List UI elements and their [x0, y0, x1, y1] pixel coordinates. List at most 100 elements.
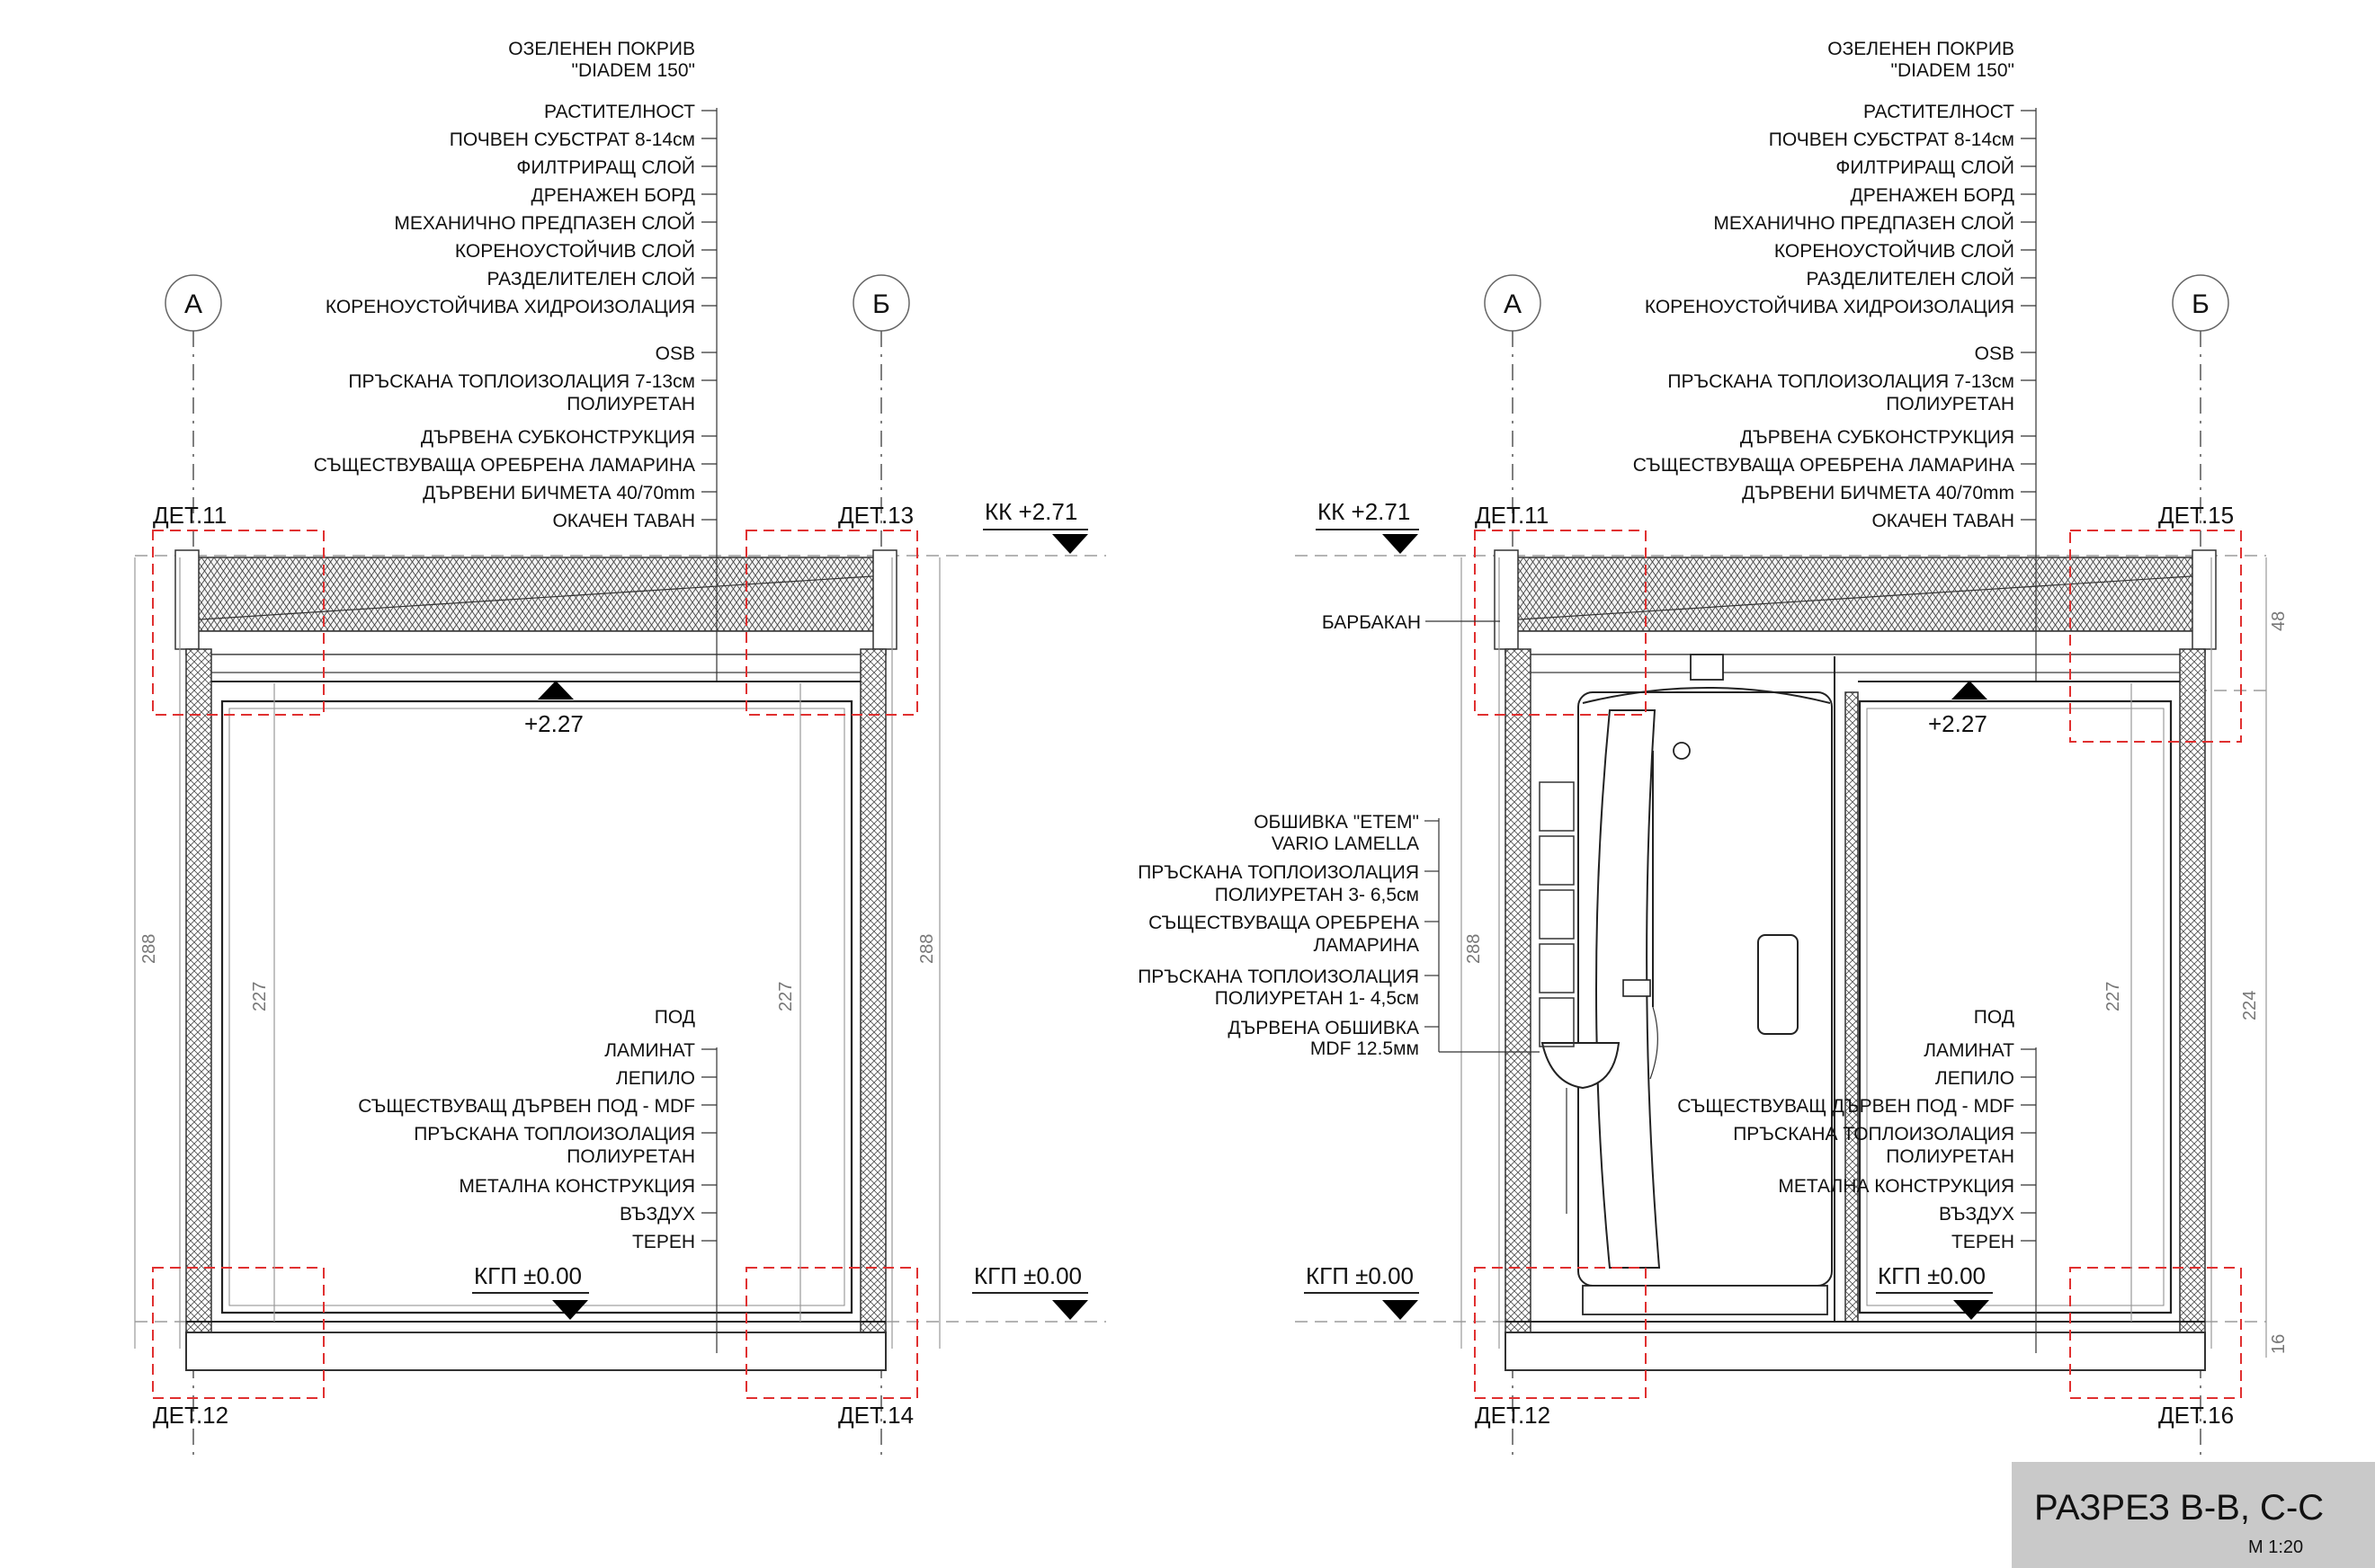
wall-layer-3: ПОЛИУРЕТАН 3- 6,5см — [1215, 885, 1419, 905]
roof-heading-line-1-right: ОЗЕЛЕНЕН ПОКРИВ — [1827, 39, 2014, 59]
svg-text:ДЪРВЕНА ОБШИВКА: ДЪРВЕНА ОБШИВКА — [1228, 1018, 1419, 1038]
svg-text:ПРЪСКАНА ТОПЛОИЗОЛАЦИЯ 7-13см: ПРЪСКАНА ТОПЛОИЗОЛАЦИЯ 7-13см — [1667, 371, 2014, 392]
interior-room-right-inner — [1866, 708, 2165, 1306]
roof-layer-list: ОЗЕЛЕНЕН ПОКРИВ "DIADEM 150" РАСТИТЕЛНОС… — [314, 39, 717, 531]
axis-b-label-right: Б — [2192, 290, 2210, 319]
roof-layer-8-right: OSB — [1975, 343, 2036, 364]
detail-box-12-right — [1474, 1267, 1647, 1399]
floor-layer-0-right: ЛАМИНАТ — [1924, 1040, 2036, 1061]
svg-text:ПОЧВЕН СУБСТРАТ 8-14см: ПОЧВЕН СУБСТРАТ 8-14см — [450, 129, 695, 150]
roof-layer-14-right: ОКАЧЕН ТАВАН — [1871, 511, 2036, 531]
roof-layer-8: OSB — [656, 343, 717, 364]
svg-text:ДРЕНАЖЕН БОРД: ДРЕНАЖЕН БОРД — [531, 185, 695, 206]
svg-text:СЪЩЕСТВУВАЩА ОРЕБРЕНА ЛАМАРИНА: СЪЩЕСТВУВАЩА ОРЕБРЕНА ЛАМАРИНА — [1633, 455, 2014, 476]
floor-level-center-label: КГП ±0.00 — [474, 1262, 582, 1289]
roof-slope-line-right — [1504, 575, 2206, 621]
interior-room-right — [1858, 699, 2173, 1314]
svg-text:ОКАЧЕН ТАВАН: ОКАЧЕН ТАВАН — [552, 511, 695, 531]
floor-level-center-triangle — [552, 1300, 588, 1320]
detail-label-12-right: ДЕТ.12 — [1475, 1402, 1550, 1429]
svg-text:МЕТАЛНА КОНСТРУКЦИЯ: МЕТАЛНА КОНСТРУКЦИЯ — [1778, 1176, 2014, 1197]
floor-heading: ПОД — [655, 1007, 695, 1028]
roof-layer-12-right: СЪЩЕСТВУВАЩА ОРЕБРЕНА ЛАМАРИНА — [1633, 455, 2036, 476]
floor-level-left-label-right: КГП ±0.00 — [1306, 1262, 1414, 1289]
svg-text:ТЕРЕН: ТЕРЕН — [632, 1232, 695, 1252]
roof-layer-1: ПОЧВЕН СУБСТРАТ 8-14см — [450, 129, 717, 150]
roof-layer-6-right: РАЗДЕЛИТЕЛЕН СЛОЙ — [1807, 268, 2036, 290]
floor-layer-3: ПРЪСКАНА ТОПЛОИЗОЛАЦИЯ — [414, 1124, 717, 1145]
svg-text:ЛАМИНАТ: ЛАМИНАТ — [1924, 1040, 2014, 1061]
dim-inner-left: 227 — [250, 982, 270, 1011]
svg-text:ПОЛИУРЕТАН 1- 4,5см: ПОЛИУРЕТАН 1- 4,5см — [1215, 988, 1419, 1009]
left-parapet — [174, 549, 200, 650]
detail-label-16: ДЕТ.16 — [2158, 1402, 2234, 1429]
shower-exhaust — [1690, 654, 1724, 681]
shower-soap-dish — [1757, 934, 1799, 1035]
dim-inner-right: 227 — [776, 982, 796, 1011]
detail-box-16 — [2069, 1267, 2242, 1399]
svg-text:ПОЛИУРЕТАН: ПОЛИУРЕТАН — [1886, 1146, 2014, 1167]
svg-text:ДЪРВЕНИ БИЧМЕТА 40/70mm: ДЪРВЕНИ БИЧМЕТА 40/70mm — [423, 483, 695, 503]
roof-layer-13-right: ДЪРВЕНИ БИЧМЕТА 40/70mm — [1742, 483, 2036, 503]
ceiling-batten-band — [192, 654, 879, 673]
washbasin-icon — [1540, 1042, 1621, 1090]
svg-text:OSB: OSB — [1975, 343, 2014, 364]
roof-layer-list-right: ОЗЕЛЕНЕН ПОКРИВ "DIADEM 150" РАСТИТЕЛНОС… — [1633, 39, 2036, 531]
wall-layer-6: ПРЪСКАНА ТОПЛОИЗОЛАЦИЯ — [1138, 967, 1439, 987]
svg-text:ПРЪСКАНА ТОПЛОИЗОЛАЦИЯ: ПРЪСКАНА ТОПЛОИЗОЛАЦИЯ — [1138, 967, 1419, 987]
roof-layer-2-right: ФИЛТРИРАЩ СЛОЙ — [1835, 156, 2036, 178]
right-parapet — [872, 549, 897, 650]
svg-text:МЕТАЛНА КОНСТРУКЦИЯ: МЕТАЛНА КОНСТРУКЦИЯ — [459, 1176, 695, 1197]
floor-layer-4: ПОЛИУРЕТАН — [567, 1146, 695, 1167]
floor-layer-1: ЛЕПИЛО — [616, 1068, 717, 1089]
roof-layer-0-right: РАСТИТЕЛНОСТ — [1863, 102, 2036, 122]
roof-layer-4: МЕХАНИЧНО ПРЕДПАЗЕН СЛОЙ — [394, 212, 717, 234]
floor-slab-right — [1504, 1332, 2206, 1371]
detail-box-12 — [152, 1267, 325, 1399]
svg-text:МЕХАНИЧНО ПРЕДПАЗЕН СЛОЙ: МЕХАНИЧНО ПРЕДПАЗЕН СЛОЙ — [1713, 212, 2014, 234]
svg-text:РАЗДЕЛИТЕЛЕН СЛОЙ: РАЗДЕЛИТЕЛЕН СЛОЙ — [1807, 268, 2014, 290]
floor-layer-2: СЪЩЕСТВУВАЩ ДЪРВЕН ПОД - MDF — [358, 1096, 717, 1117]
shower-mixer — [1622, 979, 1651, 997]
wall-layer-1: VARIO LAMELLA — [1272, 833, 1419, 854]
shower-hose — [1649, 1006, 1658, 1080]
roof-layer-10: ПОЛИУРЕТАН — [567, 394, 695, 414]
svg-text:ПРЪСКАНА ТОПЛОИЗОЛАЦИЯ: ПРЪСКАНА ТОПЛОИЗОЛАЦИЯ — [414, 1124, 695, 1145]
wall-layer-4: СЪЩЕСТВУВАЩА ОРЕБРЕНА — [1148, 913, 1439, 933]
wall-layer-5: ЛАМАРИНА — [1313, 935, 1419, 956]
roof-layer-1-right: ПОЧВЕН СУБСТРАТ 8-14см — [1769, 129, 2036, 150]
svg-text:ФИЛТРИРАЩ СЛОЙ: ФИЛТРИРАЩ СЛОЙ — [516, 156, 695, 178]
floor-layer-2-right: СЪЩЕСТВУВАЩ ДЪРВЕН ПОД - MDF — [1677, 1096, 2036, 1117]
detail-box-11-right — [1474, 530, 1647, 716]
svg-text:ПРЪСКАНА ТОПЛОИЗОЛАЦИЯ 7-13см: ПРЪСКАНА ТОПЛОИЗОЛАЦИЯ 7-13см — [348, 371, 695, 392]
floor-layer-5: МЕТАЛНА КОНСТРУКЦИЯ — [459, 1176, 717, 1197]
svg-text:VARIO LAMELLA: VARIO LAMELLA — [1272, 833, 1419, 854]
svg-text:ФИЛТРИРАЩ СЛОЙ: ФИЛТРИРАЩ СЛОЙ — [1835, 156, 2014, 178]
floor-level-left-triangle-right — [1382, 1300, 1418, 1320]
roof-layer-14: ОКАЧЕН ТАВАН — [552, 511, 717, 531]
floor-layer-list: ПОД ЛАМИНАТ ЛЕПИЛО СЪЩЕСТВУВАЩ ДЪРВЕН ПО… — [358, 1007, 717, 1252]
roof-green-layer-right — [1504, 557, 2206, 632]
roof-layer-12: СЪЩЕСТВУВАЩА ОРЕБРЕНА ЛАМАРИНА — [314, 455, 717, 476]
detail-box-15 — [2069, 530, 2242, 743]
svg-text:MDF 12.5мм: MDF 12.5мм — [1310, 1038, 1419, 1059]
title-block — [2012, 1462, 2375, 1568]
svg-text:OSB: OSB — [656, 343, 695, 364]
svg-text:ПОЛИУРЕТАН 3- 6,5см: ПОЛИУРЕТАН 3- 6,5см — [1215, 885, 1419, 905]
roof-layer-4-right: МЕХАНИЧНО ПРЕДПАЗЕН СЛОЙ — [1713, 212, 2036, 234]
roof-heading-line-2-right: "DIADEM 150" — [1891, 60, 2014, 81]
shower-tray — [1582, 1285, 1828, 1315]
svg-text:ДРЕНАЖЕН БОРД: ДРЕНАЖЕН БОРД — [1850, 185, 2014, 206]
detail-label-15: ДЕТ.15 — [2158, 502, 2234, 529]
roof-osb-band — [185, 630, 887, 655]
roof-layer-9-right: ПРЪСКАНА ТОПЛОИЗОЛАЦИЯ 7-13см — [1667, 371, 2036, 392]
svg-text:ЛАМАРИНА: ЛАМАРИНА — [1313, 935, 1419, 956]
svg-text:СЪЩЕСТВУВАЩ ДЪРВЕН ПОД - MDF: СЪЩЕСТВУВАЩ ДЪРВЕН ПОД - MDF — [1677, 1096, 2014, 1117]
svg-text:ПРЪСКАНА ТОПЛОИЗОЛАЦИЯ: ПРЪСКАНА ТОПЛОИЗОЛАЦИЯ — [1733, 1124, 2014, 1145]
svg-text:ПОЛИУРЕТАН: ПОЛИУРЕТАН — [1886, 394, 2014, 414]
svg-text:ЛАМИНАТ: ЛАМИНАТ — [604, 1040, 695, 1061]
wall-layer-9: MDF 12.5мм — [1310, 1038, 1419, 1059]
barbakan-label: БАРБАКАН — [1322, 612, 1421, 633]
floor-layer-4-right: ПОЛИУРЕТАН — [1886, 1146, 2014, 1167]
